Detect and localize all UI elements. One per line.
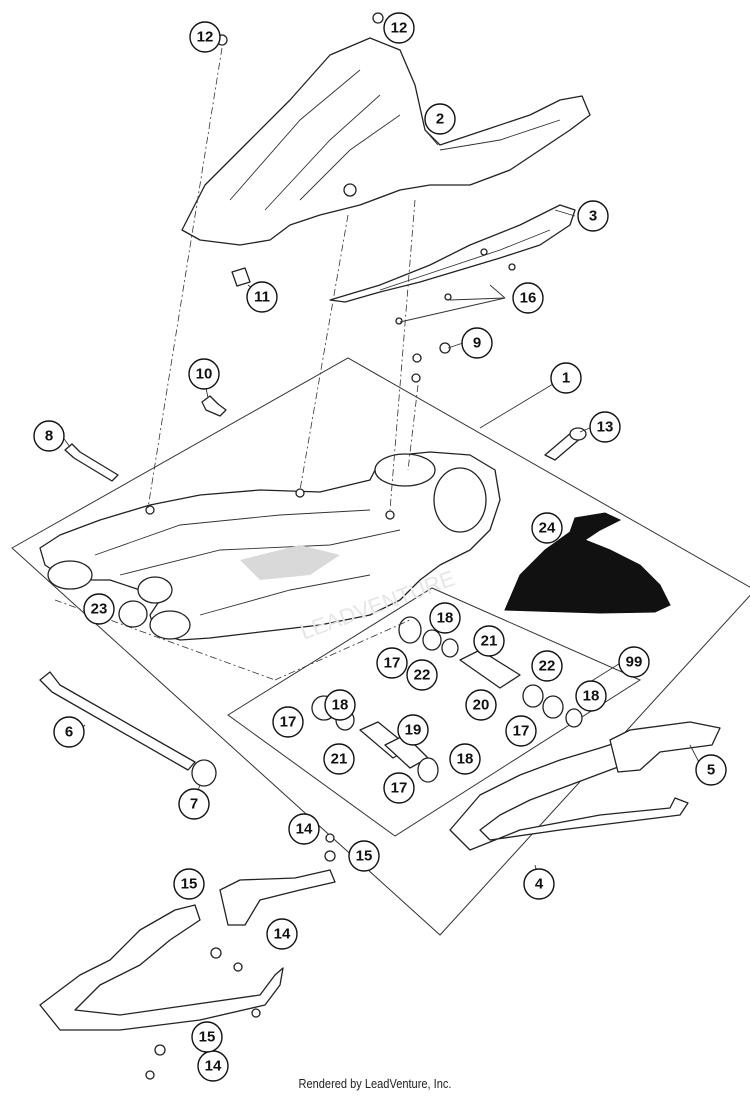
callout-21-a: 21 (473, 625, 505, 657)
svg-text:18: 18 (583, 688, 600, 705)
svg-text:99: 99 (626, 654, 643, 671)
svg-text:5: 5 (707, 762, 715, 779)
grease-nipple-part (201, 395, 227, 417)
svg-text:15: 15 (199, 1029, 216, 1046)
svg-text:18: 18 (457, 751, 474, 768)
svg-text:19: 19 (405, 722, 422, 739)
callout-12-right: 12 (383, 12, 415, 44)
callout-17-c: 17 (505, 715, 537, 747)
callout-18-a: 18 (429, 602, 461, 634)
bearing-kit-box (227, 587, 642, 837)
svg-text:14: 14 (205, 1058, 222, 1075)
footer-credit: Rendered by LeadVenture, Inc. (298, 1076, 452, 1091)
svg-text:1: 1 (562, 370, 570, 387)
callout-4: 4 (523, 868, 555, 900)
svg-text:22: 22 (539, 658, 556, 675)
svg-text:10: 10 (196, 366, 213, 383)
svg-text:17: 17 (391, 780, 408, 797)
svg-text:7: 7 (190, 796, 198, 813)
callout-13: 13 (589, 411, 621, 443)
leader-lines (54, 47, 703, 885)
callout-18-c: 18 (575, 680, 607, 712)
callout-99: 99 (618, 646, 650, 678)
callout-12-left: 12 (189, 21, 221, 53)
callout-15-top: 15 (348, 840, 380, 872)
svg-text:12: 12 (197, 29, 214, 46)
fender-clip-part (231, 267, 251, 287)
callout-5: 5 (695, 754, 727, 786)
svg-text:17: 17 (513, 723, 530, 740)
callout-22-a: 22 (406, 659, 438, 691)
chain-guard-part (329, 204, 576, 303)
callout-3: 3 (577, 200, 609, 232)
callout-16: 16 (512, 282, 544, 314)
callout-24: 24 (531, 512, 563, 544)
callout-22-b: 22 (531, 650, 563, 682)
callout-17-a: 17 (376, 647, 408, 679)
rear-fender-part (181, 37, 591, 246)
svg-text:12: 12 (391, 20, 408, 37)
svg-text:16: 16 (520, 290, 537, 307)
svg-text:15: 15 (356, 848, 373, 865)
callout-18-b: 18 (324, 689, 356, 721)
svg-text:8: 8 (45, 428, 53, 445)
svg-text:17: 17 (280, 714, 297, 731)
callout-23: 23 (83, 593, 115, 625)
swingarm-axle-part (39, 671, 217, 787)
callout-18-d: 18 (449, 743, 481, 775)
svg-text:18: 18 (437, 610, 454, 627)
swingarm-assembly-box (11, 357, 750, 936)
callout-21-b: 21 (323, 743, 355, 775)
callout-2: 2 (424, 103, 456, 135)
callout-17-b: 17 (272, 706, 304, 738)
chain-slider-part (449, 721, 721, 851)
svg-text:20: 20 (473, 697, 490, 714)
protection-sticker-part (504, 512, 671, 614)
svg-text:2: 2 (436, 111, 444, 128)
callout-19: 19 (397, 714, 429, 746)
svg-text:17: 17 (384, 655, 401, 672)
pivot-bolt-part (544, 427, 587, 461)
svg-text:4: 4 (535, 876, 544, 893)
callout-9: 9 (461, 327, 493, 359)
seal-part (118, 576, 173, 628)
svg-text:14: 14 (296, 821, 313, 838)
callout-17-d: 17 (383, 772, 415, 804)
callout-11: 11 (246, 281, 278, 313)
callout-15-bottom: 15 (191, 1021, 223, 1053)
shock-bolt-part (64, 443, 119, 482)
callout-7: 7 (178, 788, 210, 820)
callout-8: 8 (33, 420, 65, 452)
callout-20: 20 (465, 689, 497, 721)
callout-14-top: 14 (288, 813, 320, 845)
fasteners (145, 12, 516, 1080)
svg-text:24: 24 (539, 520, 556, 537)
svg-text:23: 23 (91, 601, 108, 618)
callout-10: 10 (188, 358, 220, 390)
svg-text:13: 13 (597, 419, 614, 436)
callout-6: 6 (53, 716, 85, 748)
svg-text:6: 6 (65, 724, 73, 741)
callout-1: 1 (550, 362, 582, 394)
svg-text:22: 22 (414, 667, 431, 684)
svg-text:11: 11 (254, 289, 270, 306)
svg-text:9: 9 (473, 335, 481, 352)
svg-text:21: 21 (481, 633, 498, 650)
callout-14-mid: 14 (266, 918, 298, 950)
svg-text:18: 18 (332, 697, 349, 714)
svg-text:15: 15 (181, 876, 198, 893)
svg-text:14: 14 (274, 926, 291, 943)
svg-text:21: 21 (331, 751, 348, 768)
callout-15-mid: 15 (173, 868, 205, 900)
svg-text:3: 3 (589, 208, 597, 225)
lower-chain-slider-part (39, 869, 336, 1031)
